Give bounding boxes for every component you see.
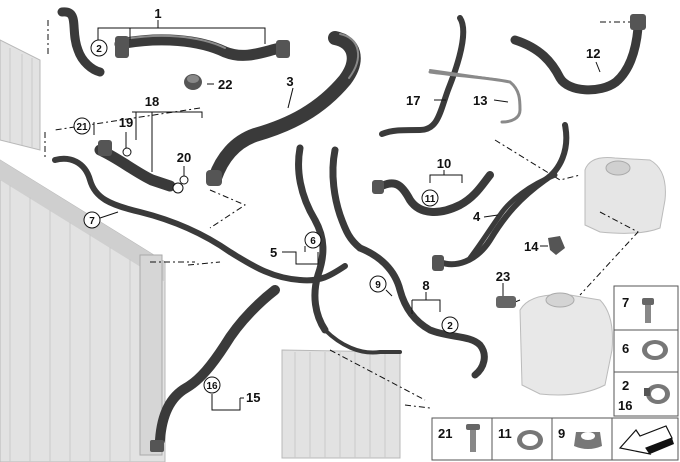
hose-3 [206, 31, 361, 186]
callout-23: 23 [496, 269, 510, 284]
callout-4: 4 [473, 209, 481, 224]
hose-clamp-icon [642, 340, 668, 360]
callout-21: 21 [76, 122, 88, 133]
hose-1 [57, 7, 290, 77]
upper-left-radiator [0, 39, 41, 151]
legend-21: 21 [438, 426, 452, 441]
callout-ring-6 [304, 231, 322, 249]
legend-7: 7 [622, 295, 629, 310]
callout-ring-7 [83, 211, 101, 229]
legend-box-21 [431, 417, 493, 461]
hose-15 [150, 285, 280, 452]
legend-2: 2 [622, 378, 629, 393]
part-23-sensor [496, 296, 516, 308]
spring-clamp-icon [644, 384, 670, 404]
band-clamp-icon [517, 430, 543, 450]
callouts: 1 2 22 3 17 13 12 18 21 19 20 7 10 11 4 … [73, 6, 600, 405]
hose-7 [52, 155, 348, 284]
legend-column: 7 6 2 16 [613, 285, 679, 417]
hose-10 [372, 171, 494, 216]
callout-16: 16 [206, 381, 218, 392]
callout-1: 1 [154, 6, 161, 21]
hose-5 [295, 144, 364, 334]
hose-12 [510, 14, 646, 95]
callout-17: 17 [406, 93, 420, 108]
hose-18 [94, 140, 184, 194]
callout-ring-9 [369, 275, 387, 293]
callout-20: 20 [177, 150, 191, 165]
callout-ring-2b [441, 316, 459, 334]
legend-9: 9 [558, 426, 565, 441]
callout-9: 9 [375, 280, 381, 291]
callout-22: 22 [218, 77, 232, 92]
legend-6: 6 [622, 341, 629, 356]
expansion-tank-lower [519, 292, 613, 396]
screw-icon [466, 424, 480, 452]
part-19-clip [122, 147, 132, 157]
part-14-bracket [548, 236, 565, 255]
callout-ring-11 [421, 189, 439, 207]
legend-16: 16 [618, 398, 632, 413]
hose-4 [432, 122, 570, 271]
callout-15: 15 [246, 390, 260, 405]
leader-lines [93, 20, 601, 411]
callout-5: 5 [270, 245, 277, 260]
hose-13 [428, 70, 522, 124]
callout-2b: 2 [447, 321, 453, 332]
callout-10: 10 [437, 156, 451, 171]
hose-17 [379, 15, 501, 137]
callout-13: 13 [473, 93, 487, 108]
expansion-tank-upper [584, 157, 666, 234]
part-20-clamp [179, 175, 189, 185]
callout-12: 12 [586, 46, 600, 61]
arrow-icon [618, 425, 674, 455]
callout-3: 3 [286, 74, 293, 89]
hose-22-clamp [184, 74, 202, 90]
callout-6: 6 [310, 236, 316, 247]
callout-ring-16 [203, 376, 221, 394]
clip-icon [574, 432, 602, 449]
callout-14: 14 [524, 239, 539, 254]
callout-19: 19 [119, 115, 133, 130]
bolt-icon [642, 298, 654, 323]
legend-11: 11 [498, 426, 512, 441]
main-radiator [0, 159, 166, 462]
hose-8 [323, 244, 488, 379]
callout-ring-21 [73, 117, 91, 135]
callout-18: 18 [145, 94, 159, 109]
callout-7: 7 [89, 216, 95, 227]
auxiliary-radiator [281, 349, 401, 459]
callout-ring-2a [90, 39, 108, 57]
legend-row: 21 11 9 [431, 417, 679, 461]
callout-11: 11 [425, 194, 436, 205]
callout-8: 8 [422, 278, 429, 293]
callout-2a: 2 [96, 44, 102, 55]
